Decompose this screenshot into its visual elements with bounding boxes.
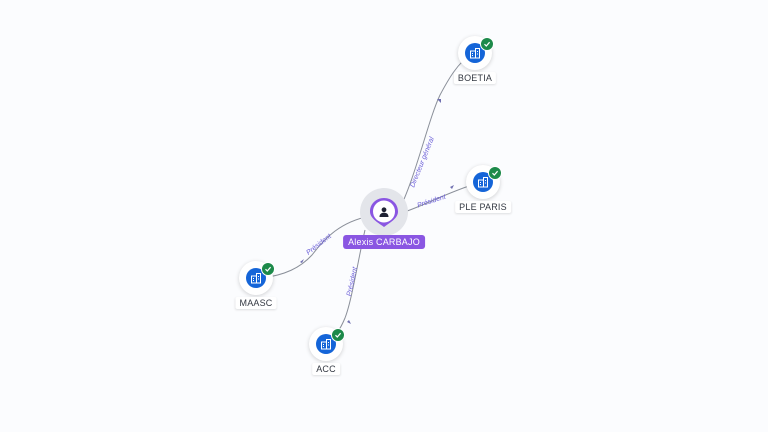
verified-check-icon: [331, 328, 345, 342]
company-label-maasc[interactable]: MAASC: [235, 297, 277, 309]
edge-arrow-ple-paris: [450, 185, 454, 189]
verified-check-icon: [261, 262, 275, 276]
edge-label-ple-paris: Président: [416, 193, 447, 209]
building-icon: [246, 268, 266, 288]
verified-check-icon: [488, 166, 502, 180]
person-name-label[interactable]: Alexis CARBAJO: [343, 235, 425, 249]
verified-check-icon: [480, 37, 494, 51]
person-icon: [379, 207, 389, 217]
edge-label-maasc: Président: [305, 232, 333, 256]
building-icon: [473, 172, 493, 192]
edge-arrow-boetia: [437, 99, 441, 103]
building-icon: [316, 334, 336, 354]
company-label-ple-paris[interactable]: PLE PARIS: [455, 201, 511, 213]
edge-line-maasc: [261, 215, 371, 279]
person-pin: [370, 198, 398, 227]
edge-arrow-acc: [347, 320, 351, 324]
edge-label-acc: Président: [346, 265, 359, 296]
company-label-acc[interactable]: ACC: [312, 363, 340, 375]
building-icon: [465, 43, 485, 63]
edge-arrow-maasc: [300, 259, 304, 263]
edge-line-boetia: [397, 53, 473, 213]
company-label-boetia[interactable]: BOETIA: [453, 72, 497, 84]
